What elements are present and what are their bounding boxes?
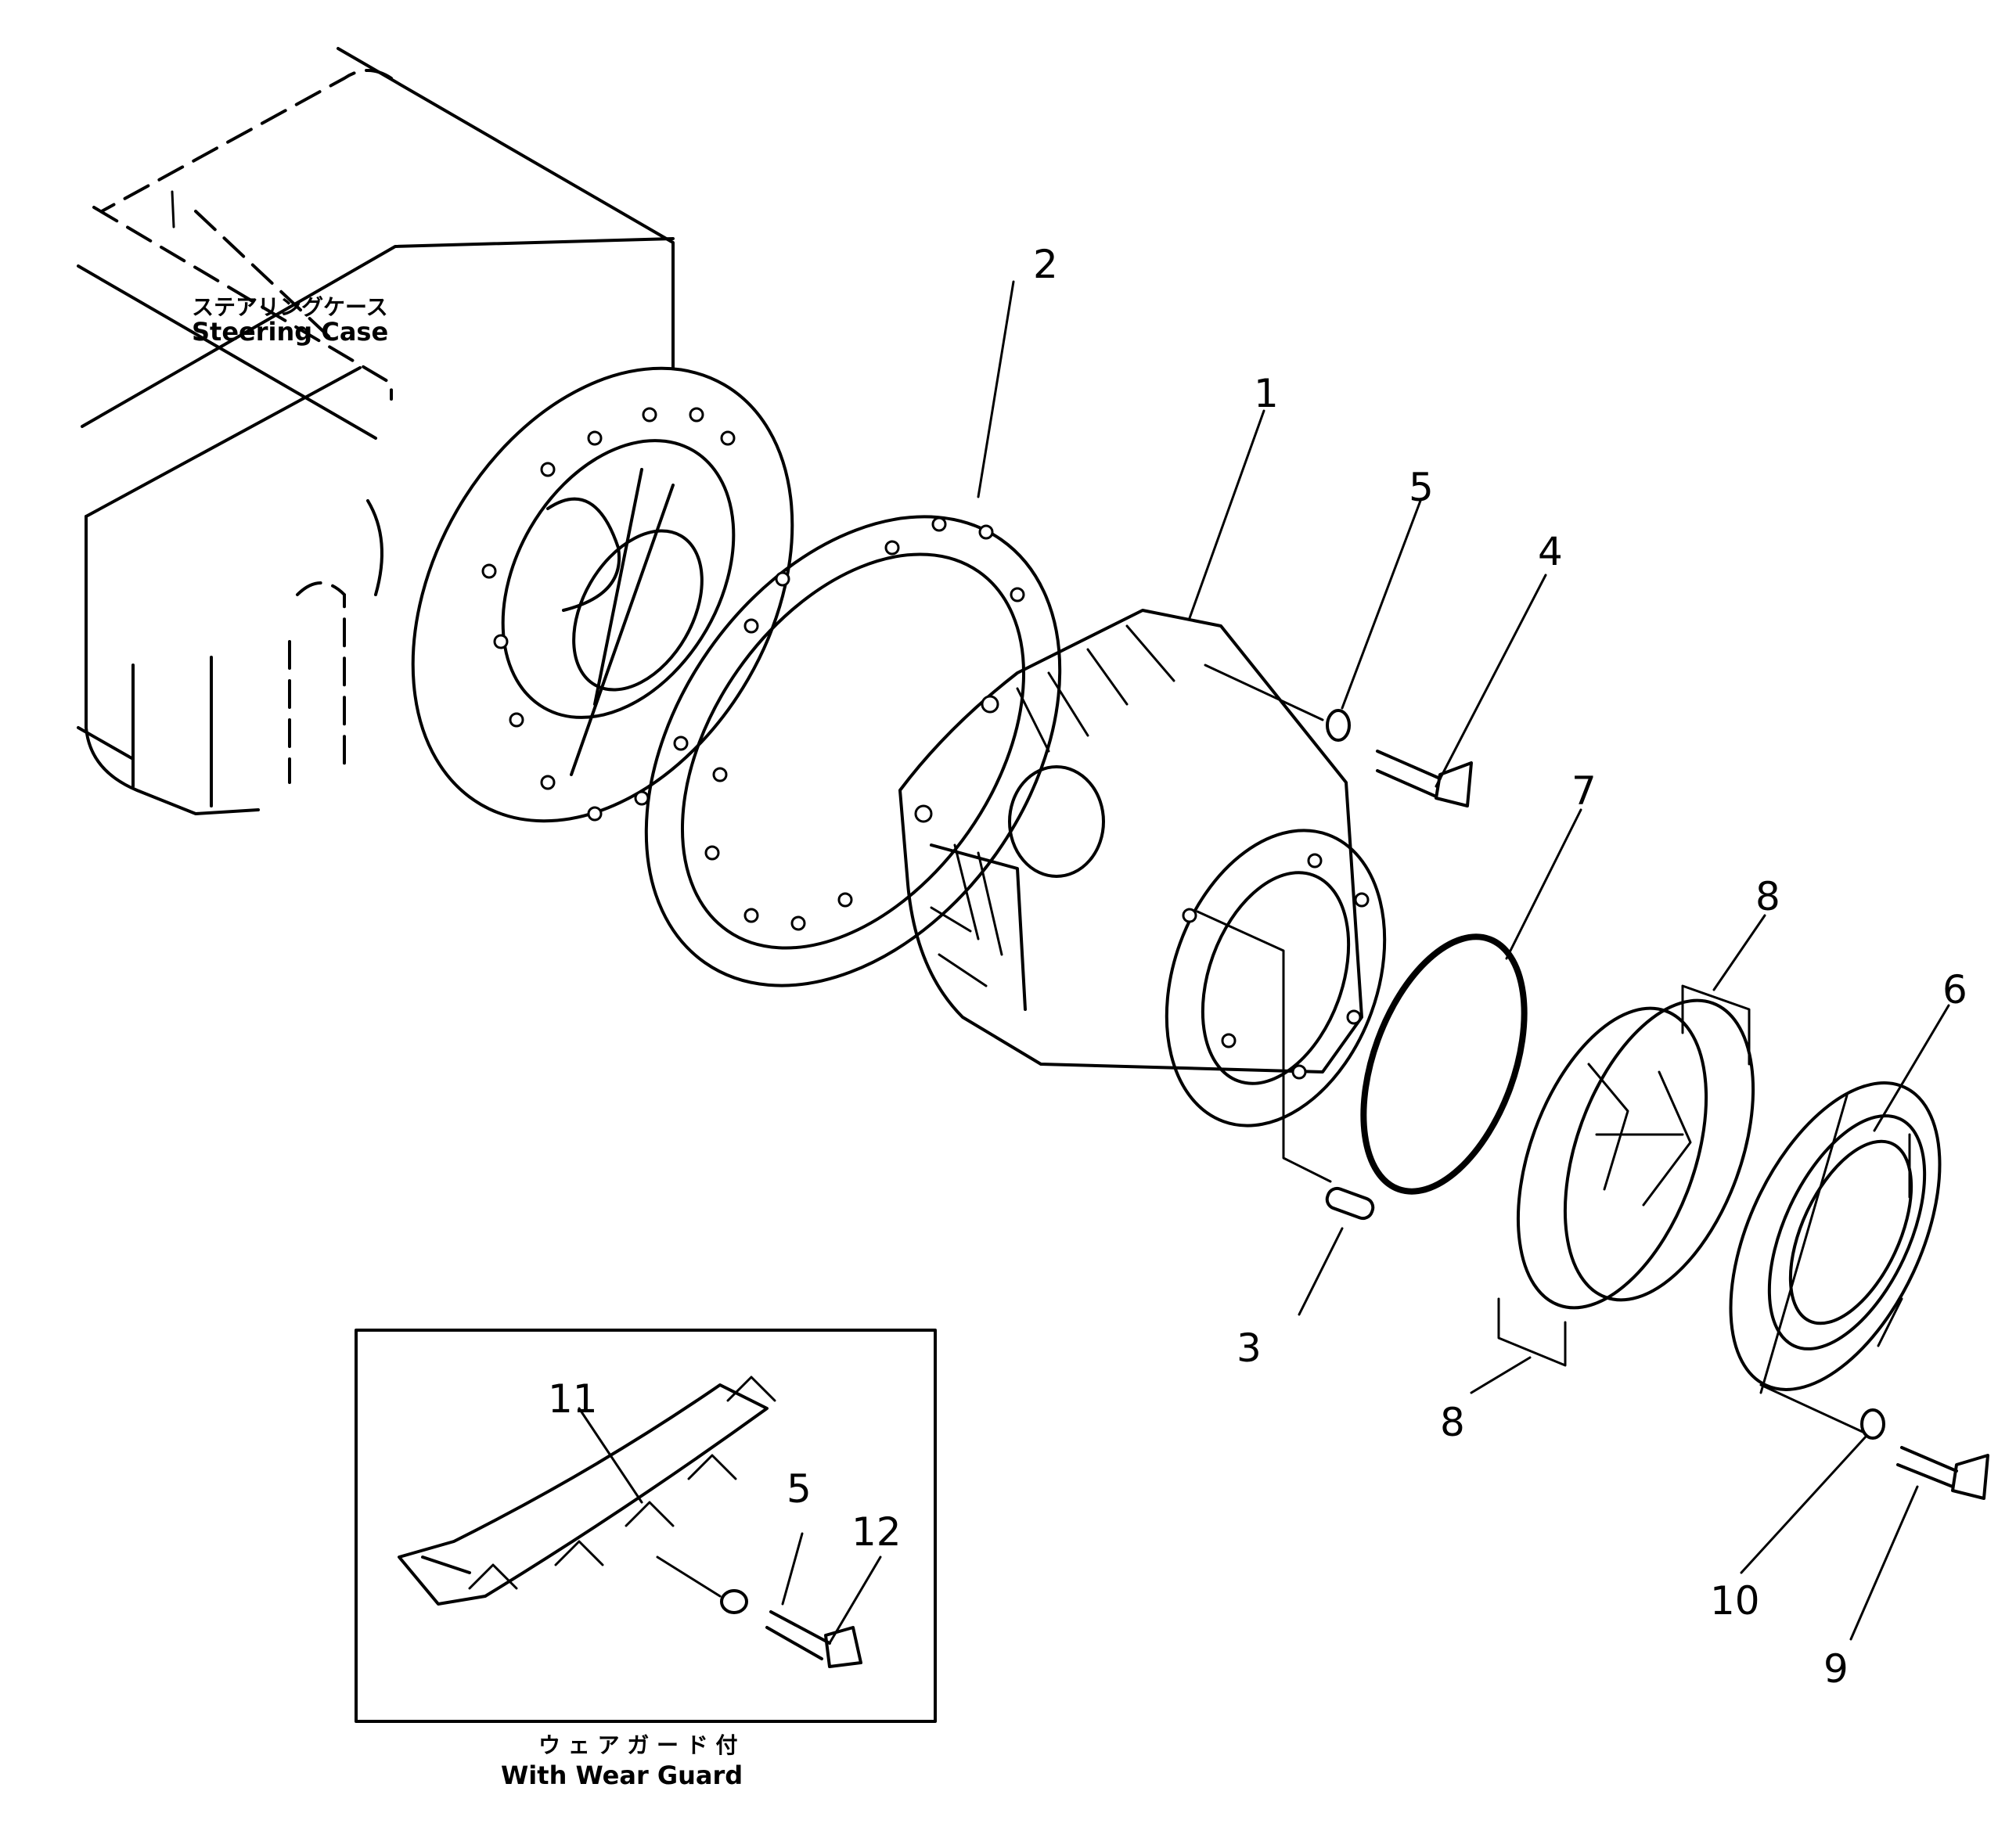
wear-guard-inset	[355, 1329, 937, 1723]
part-7-o-ring	[1360, 933, 1528, 1195]
leader-lines	[977, 280, 1950, 1641]
steering-case-label-en: Steering Case	[192, 317, 388, 347]
part-5-washer	[1204, 664, 1351, 742]
part-3-pin	[1196, 910, 1375, 1221]
callout-8-top: 8	[1755, 874, 1780, 919]
part-6-cover	[1729, 1081, 1942, 1394]
callout-10: 10	[1710, 1578, 1760, 1624]
part-2-gasket	[644, 515, 1062, 987]
part-4-bolt	[1376, 750, 1473, 807]
wear-guard-label-en: With Wear Guard	[501, 1760, 743, 1790]
wear-guard-label-jp: ウ ェ ア ガ ー ド 付	[538, 1732, 738, 1758]
callout-8-bottom: 8	[1440, 1400, 1465, 1445]
callout-3: 3	[1237, 1325, 1262, 1371]
callout-5: 5	[1409, 465, 1434, 510]
part-9-bolt	[1896, 1446, 1989, 1500]
callout-7: 7	[1571, 768, 1597, 814]
callout-2: 2	[1033, 242, 1058, 287]
part-1-case	[898, 609, 1387, 1127]
callout-4: 4	[1538, 529, 1563, 574]
case-flange	[411, 366, 794, 823]
callout-6: 6	[1942, 967, 1967, 1012]
callout-5-inset: 5	[787, 1466, 812, 1512]
callout-9: 9	[1823, 1646, 1849, 1692]
callout-11: 11	[548, 1376, 598, 1422]
part-8-shims	[1497, 984, 1755, 1367]
callout-1: 1	[1254, 371, 1279, 416]
steering-case-label-jp: ステアリングケース	[192, 294, 388, 320]
callout-12: 12	[851, 1509, 902, 1555]
part-10-washer	[1759, 1383, 1885, 1440]
steering-case-drawing	[77, 47, 675, 815]
